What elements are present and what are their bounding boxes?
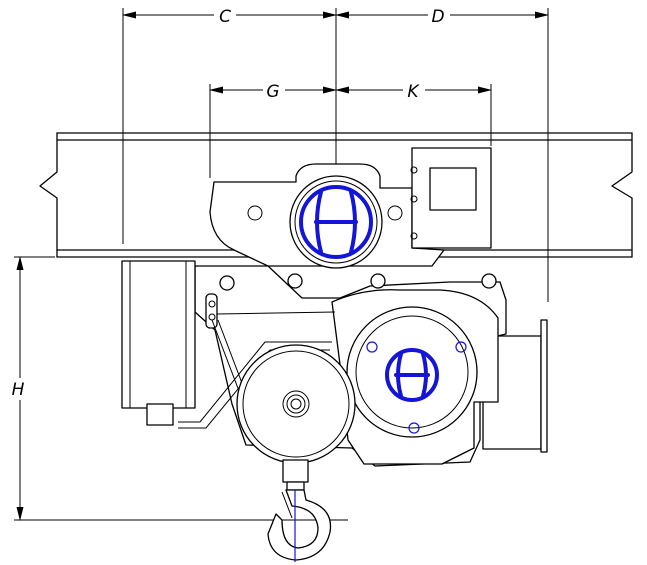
plate-bolt-right [387,205,403,221]
motor-junction-box [146,403,174,426]
plate-bolt-left [247,205,263,221]
dimension-h: H [8,256,348,521]
dimension-c: C [122,5,337,244]
dimension-label-k: K [407,82,420,102]
beam-break-left [39,132,58,258]
dimension-d: D [335,5,549,302]
control-box [410,147,492,249]
gearbox-assembly [331,289,499,465]
frame-bolt-2 [287,273,303,289]
hook-block [267,459,332,561]
rope-drum-assembly [236,344,356,464]
frame-bolt-4 [481,273,497,289]
limit-switch-lever [205,293,218,329]
gearbox-bolt-left [366,341,378,353]
limit-switch-linkage [178,293,336,429]
dimension-label-h: H [12,380,25,400]
drive-wheel-symbol-icon [299,185,373,259]
beam-break-right [611,132,633,258]
dimension-k: K [335,80,492,146]
dimension-g: G [209,80,337,178]
dimension-label-g: G [266,82,279,102]
drive-wheel-assembly [289,175,383,269]
dimension-label-c: C [219,7,231,27]
frame-bolt-1 [219,275,235,291]
dimension-label-d: D [431,7,444,27]
gearbox-bolt-bottom [408,422,420,434]
hoist-motor-left [121,260,196,426]
gear-wheel-symbol-icon [385,348,439,402]
frame-bolt-3 [370,273,386,289]
gearbox-bolt-right [455,341,467,353]
crane-hook-icon [267,489,332,561]
